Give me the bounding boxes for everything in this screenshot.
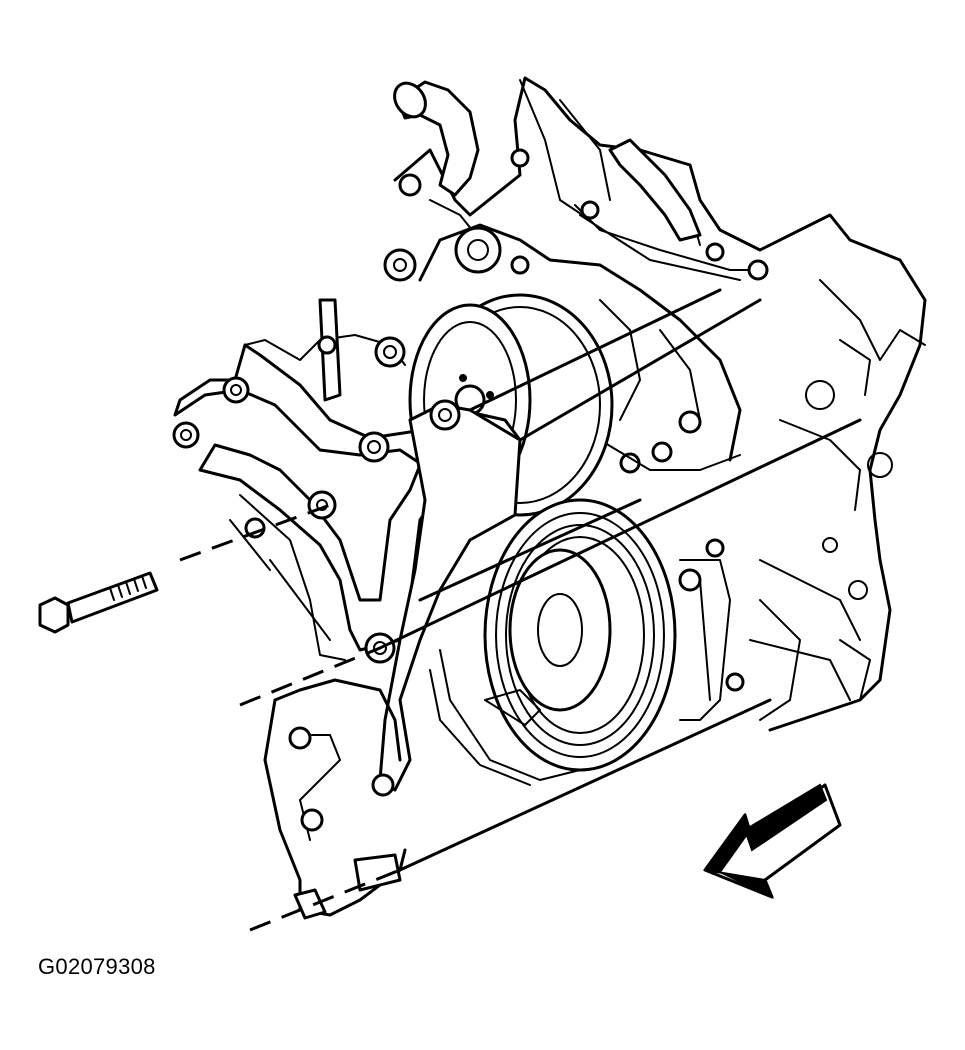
lower-bracket xyxy=(198,399,522,792)
crankshaft-balancer xyxy=(429,498,677,786)
bracket-bolt xyxy=(38,571,159,634)
figure-id-label: G02079308 xyxy=(38,954,156,979)
coolant-outlet-pipe xyxy=(393,80,530,266)
alignment-guides xyxy=(179,288,862,932)
water-pump-body xyxy=(383,223,742,474)
front-direction-arrow-icon xyxy=(703,783,842,900)
upper-hose xyxy=(574,138,769,281)
engine-block-outline xyxy=(393,76,927,732)
